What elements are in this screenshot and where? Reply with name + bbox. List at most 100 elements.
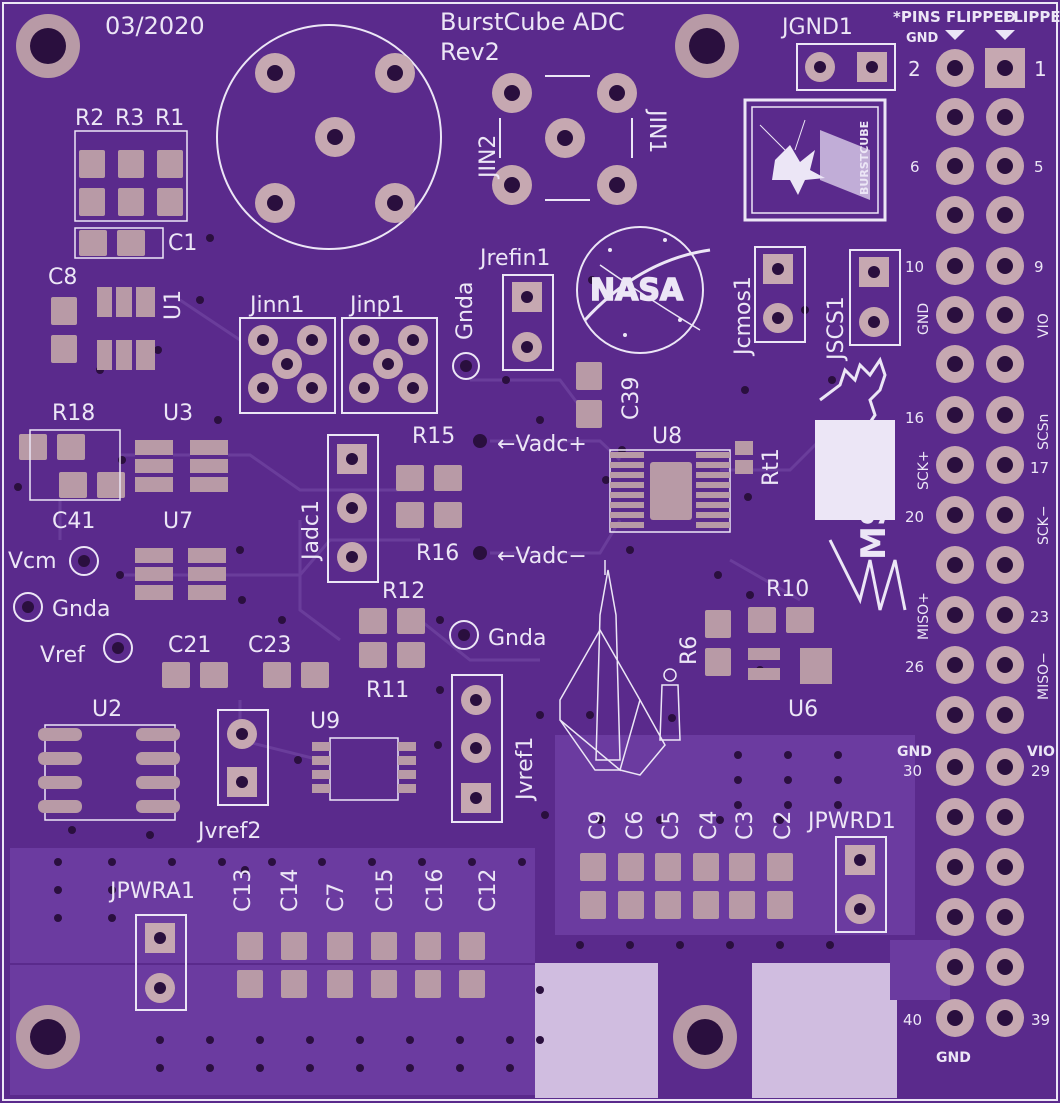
jvref1-pins bbox=[451, 674, 503, 823]
header-gnd-30: GND bbox=[897, 744, 932, 760]
c16-label: C16 bbox=[423, 869, 448, 912]
board-title: BurstCube ADC bbox=[440, 8, 625, 36]
c4-label: C4 bbox=[697, 811, 722, 840]
gnda-label-1: Gnda bbox=[453, 282, 478, 340]
header-vio-right: VIO bbox=[1036, 313, 1052, 338]
u2-chip bbox=[38, 724, 180, 821]
header-sck-minus: SCK− bbox=[1036, 505, 1052, 545]
u8-chip bbox=[609, 449, 731, 533]
date-label: 03/2020 bbox=[105, 12, 205, 40]
r2-label: R2 bbox=[75, 106, 104, 131]
header-gnd-top: GND bbox=[906, 31, 939, 46]
pin-5-label: 5 bbox=[1034, 158, 1044, 176]
u3-label: U3 bbox=[163, 401, 193, 426]
c15-label: C15 bbox=[373, 869, 398, 912]
gnda-testpoint-2 bbox=[13, 592, 43, 622]
pins-flipped-label: *PINS FLIPPED bbox=[893, 8, 1016, 26]
vcm-label: Vcm bbox=[8, 549, 57, 574]
msag-logo-text: MSAG bbox=[854, 447, 894, 560]
c41-label: C41 bbox=[52, 509, 95, 534]
jadc1-label: Jadc1 bbox=[299, 500, 324, 562]
jcmos1-label: Jcmos1 bbox=[731, 276, 756, 357]
u1-label: U1 bbox=[161, 290, 186, 320]
vref-testpoint bbox=[103, 633, 133, 663]
r16-label: R16 bbox=[416, 541, 459, 566]
vias bbox=[14, 234, 842, 1072]
u1-chip bbox=[97, 287, 155, 370]
jgnd1-pins bbox=[796, 43, 896, 91]
header-vio-29: VIO bbox=[1027, 744, 1055, 760]
jpwra1-pins bbox=[135, 914, 187, 1011]
c23-label: C23 bbox=[248, 633, 291, 658]
pin-17-label: 17 bbox=[1030, 459, 1049, 477]
gnda-label-2: Gnda bbox=[52, 597, 110, 622]
header-gnd-bottom: GND bbox=[936, 1050, 971, 1066]
u2-label: U2 bbox=[92, 697, 122, 722]
c1-label: C1 bbox=[168, 231, 197, 256]
jvref1-label: Jvref1 bbox=[513, 737, 538, 802]
gnda-label-3: Gnda bbox=[488, 626, 546, 651]
nasa-logo-text: NASA bbox=[590, 273, 684, 308]
r12-label: R12 bbox=[382, 579, 425, 604]
mounting-hole-bl bbox=[16, 1005, 80, 1069]
jrefin1-pins bbox=[502, 274, 554, 371]
c1-pads bbox=[74, 227, 164, 259]
c12-label: C12 bbox=[476, 869, 501, 912]
pin-20-label: 20 bbox=[905, 508, 924, 526]
r15-label: R15 bbox=[412, 424, 455, 449]
pin-9-label: 9 bbox=[1034, 258, 1044, 276]
jcmos1-pins bbox=[754, 246, 806, 343]
jvref2-pins bbox=[217, 709, 269, 806]
r6-label: R6 bbox=[677, 636, 702, 665]
pin-10-label: 10 bbox=[905, 258, 924, 276]
u8-label: U8 bbox=[652, 424, 682, 449]
burstcube-logo: BURSTCUBE bbox=[743, 98, 887, 222]
burstcube-logo-text: BURSTCUBE bbox=[858, 121, 871, 195]
r10-label: R10 bbox=[766, 577, 809, 602]
u7-chip bbox=[135, 548, 226, 600]
u3-chip bbox=[135, 440, 228, 492]
jin-footprint bbox=[492, 73, 637, 205]
u7-label: U7 bbox=[163, 509, 193, 534]
mounting-hole-tr bbox=[675, 14, 739, 78]
mounting-hole-tl bbox=[16, 14, 80, 78]
traces bbox=[58, 298, 832, 762]
pin-29-label: 29 bbox=[1031, 762, 1050, 780]
rocket-drawing bbox=[559, 560, 681, 776]
msag-logo bbox=[815, 356, 907, 611]
c2-label: C2 bbox=[771, 811, 796, 840]
c13-label: C13 bbox=[231, 869, 256, 912]
jin2-label: JIN2 bbox=[476, 135, 501, 180]
flipped-label: FLIPPED bbox=[1003, 8, 1060, 26]
pin-26-label: 26 bbox=[905, 658, 924, 676]
header-sck-plus: SCK+ bbox=[916, 450, 932, 490]
c8-label: C8 bbox=[48, 265, 77, 290]
vadc-minus-label: ←Vadc− bbox=[497, 544, 587, 569]
jin1-label: JIN1 bbox=[644, 108, 669, 153]
r18-label: R18 bbox=[52, 401, 95, 426]
vcm-testpoint bbox=[69, 546, 99, 576]
c14-label: C14 bbox=[278, 869, 303, 912]
u9-chip bbox=[312, 737, 416, 801]
c39-label: C39 bbox=[619, 377, 644, 420]
pin-2-label: 2 bbox=[908, 57, 921, 81]
gnda-testpoint-3 bbox=[449, 620, 479, 650]
mounting-hole-bc bbox=[673, 1005, 737, 1069]
pin-39-label: 39 bbox=[1031, 1011, 1050, 1029]
jgnd1-label: JGND1 bbox=[780, 15, 853, 40]
rt1-label: Rt1 bbox=[759, 448, 784, 486]
r3-label: R3 bbox=[115, 106, 144, 131]
jinn1-pads bbox=[239, 317, 336, 414]
msag-logo-number: 564 bbox=[820, 455, 848, 505]
c3-label: C3 bbox=[733, 811, 758, 840]
jvref2-label: Jvref2 bbox=[196, 819, 261, 844]
pin-23-label: 23 bbox=[1030, 608, 1049, 626]
r18-pads bbox=[19, 429, 125, 501]
jinp1-pads bbox=[341, 317, 438, 414]
u9-label: U9 bbox=[310, 709, 340, 734]
board-revision: Rev2 bbox=[440, 38, 500, 66]
jinp1-label: Jinp1 bbox=[348, 293, 405, 318]
c9-label: C9 bbox=[586, 811, 611, 840]
header-gnd-left: GND bbox=[916, 303, 932, 335]
